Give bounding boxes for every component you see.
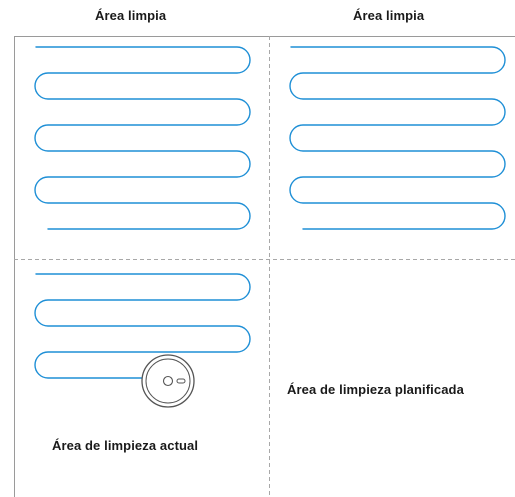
- current-cleaning-area-label: Área de limpieza actual: [52, 438, 199, 453]
- grid-border: [14, 36, 515, 497]
- clean-area-label-right: Área limpia: [353, 8, 425, 23]
- grid-dividers: [14, 36, 515, 497]
- cleaning-path-top-left: [34, 46, 251, 230]
- cleaning-path-top-right: [289, 46, 506, 230]
- planned-cleaning-area-label: Área de limpieza planificada: [287, 382, 464, 397]
- clean-area-label-left: Área limpia: [95, 8, 167, 23]
- robot-vacuum-icon: [141, 354, 195, 408]
- cleaning-path-current: [34, 273, 251, 379]
